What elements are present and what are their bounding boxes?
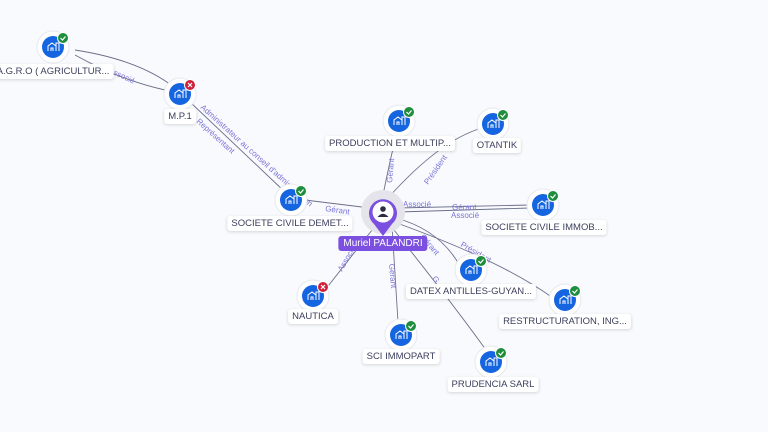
building-icon: [559, 295, 572, 304]
closed-badge-icon: [317, 281, 329, 293]
edge-label: Gérant: [452, 203, 477, 212]
company-node-label[interactable]: SOCIETE CIVILE DEMET...: [227, 216, 353, 231]
edge: [324, 224, 377, 291]
edge-label: Gérant: [385, 157, 396, 183]
check-badge-icon: [495, 347, 507, 359]
edge: [189, 101, 286, 193]
company-node[interactable]: [384, 318, 418, 352]
company-node[interactable]: [274, 183, 308, 217]
check-badge-icon: [569, 285, 581, 297]
edge: [397, 204, 531, 209]
company-node-label[interactable]: OTANTIK: [472, 138, 522, 153]
edge: [395, 217, 461, 267]
company-node[interactable]: [454, 253, 488, 287]
company-node[interactable]: [36, 30, 70, 64]
closed-badge-icon: [184, 79, 196, 91]
company-node-label[interactable]: PRODUCTION ET MULTIP...: [325, 136, 455, 151]
edge-label: Gérant: [387, 263, 398, 289]
edge: [387, 127, 483, 199]
company-node[interactable]: [526, 188, 560, 222]
building-icon: [537, 200, 550, 209]
company-node-label[interactable]: NAUTICA: [288, 309, 338, 324]
building-icon: [485, 357, 498, 366]
center-node-label[interactable]: Muriel PALANDRI: [338, 236, 428, 251]
building-icon: [393, 116, 406, 125]
check-badge-icon: [295, 185, 307, 197]
building-icon: [47, 42, 60, 51]
edge: [304, 199, 371, 209]
edge: [397, 207, 531, 213]
edge-label: Gérant: [325, 204, 351, 216]
company-node-label[interactable]: RESTRUCTURATION, ING...: [499, 314, 631, 329]
building-icon: [174, 89, 187, 98]
company-node-label[interactable]: PRUDENCIA SARL: [447, 377, 539, 392]
edge-label: G: [430, 275, 441, 285]
check-badge-icon: [57, 32, 69, 44]
company-node-label[interactable]: SOCIETE CIVILE IMMOB...: [481, 220, 607, 235]
check-badge-icon: [403, 106, 415, 118]
company-node-label[interactable]: DATEX ANTILLES-GUYAN...: [405, 284, 537, 299]
check-badge-icon: [497, 109, 509, 121]
company-node-label[interactable]: A.G.R.O ( AGRICULTUR...: [0, 64, 114, 79]
check-badge-icon: [475, 255, 487, 267]
edge-label: Associé: [451, 211, 480, 220]
company-node-label[interactable]: SCI IMMOPART: [362, 349, 440, 364]
company-node[interactable]: [474, 345, 508, 379]
edge-label: Président: [422, 153, 449, 186]
building-icon: [487, 119, 500, 128]
company-node[interactable]: [163, 77, 197, 111]
building-icon: [395, 330, 408, 339]
building-icon: [465, 265, 478, 274]
building-icon: [285, 195, 298, 204]
person-icon: [377, 206, 389, 217]
company-node[interactable]: [296, 279, 330, 313]
check-badge-icon: [547, 190, 559, 202]
edge: [74, 54, 166, 91]
company-node-label[interactable]: M.P.1: [164, 109, 196, 124]
company-node[interactable]: [548, 283, 582, 317]
building-icon: [307, 291, 320, 300]
check-badge-icon: [405, 320, 417, 332]
edge-label: Associé: [403, 200, 432, 209]
company-node[interactable]: [382, 104, 416, 138]
edge: [74, 49, 176, 89]
company-node[interactable]: [476, 107, 510, 141]
center-node[interactable]: [361, 190, 405, 236]
